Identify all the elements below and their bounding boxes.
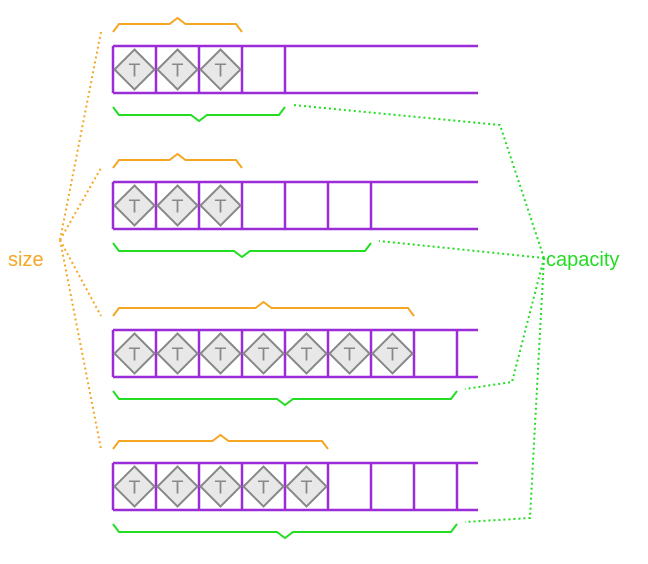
element-tile xyxy=(113,332,156,375)
element-glyph: T xyxy=(171,61,184,82)
element-tile xyxy=(242,465,285,508)
element-glyph: T xyxy=(128,478,141,499)
size-leader xyxy=(59,167,102,241)
capacity-brace xyxy=(112,106,286,123)
element-glyph: T xyxy=(171,197,184,218)
element-glyph: T xyxy=(386,345,399,366)
element-glyph: T xyxy=(128,61,141,82)
element-tile xyxy=(199,48,242,91)
element-tile xyxy=(242,332,285,375)
element-tile xyxy=(156,48,199,91)
element-tile xyxy=(113,48,156,91)
element-glyph: T xyxy=(300,345,313,366)
size-leader xyxy=(59,239,102,450)
element-glyph: T xyxy=(171,478,184,499)
capacity-brace xyxy=(112,242,372,259)
capacity-brace xyxy=(112,390,458,407)
size-leader xyxy=(59,31,102,241)
element-tile xyxy=(156,184,199,227)
element-tile xyxy=(113,465,156,508)
element-glyph: T xyxy=(214,345,227,366)
element-tile xyxy=(199,465,242,508)
element-tile xyxy=(371,332,414,375)
element-glyph: T xyxy=(214,61,227,82)
capacity-leader xyxy=(464,257,545,523)
capacity-leader xyxy=(378,240,545,259)
capacity-brace xyxy=(112,523,458,540)
element-tile xyxy=(113,184,156,227)
element-glyph: T xyxy=(214,478,227,499)
element-tile xyxy=(285,465,328,508)
element-glyph: T xyxy=(171,345,184,366)
element-tile xyxy=(285,332,328,375)
size-brace xyxy=(112,152,243,169)
element-tile xyxy=(156,332,199,375)
element-glyph: T xyxy=(257,345,270,366)
capacity-leader xyxy=(464,257,545,390)
element-glyph: T xyxy=(214,197,227,218)
size-brace xyxy=(112,16,243,33)
element-tile xyxy=(199,332,242,375)
element-tile xyxy=(328,332,371,375)
element-tile xyxy=(199,184,242,227)
size-brace xyxy=(112,300,415,317)
capacity-label: capacity xyxy=(546,249,619,271)
size-brace xyxy=(112,433,329,450)
element-glyph: T xyxy=(128,197,141,218)
capacity-leader xyxy=(292,104,545,259)
element-glyph: T xyxy=(343,345,356,366)
size-leader xyxy=(59,239,102,317)
element-glyph: T xyxy=(300,478,313,499)
element-tile xyxy=(156,465,199,508)
element-glyph: T xyxy=(128,345,141,366)
element-glyph: T xyxy=(257,478,270,499)
size-label: size xyxy=(8,249,44,271)
